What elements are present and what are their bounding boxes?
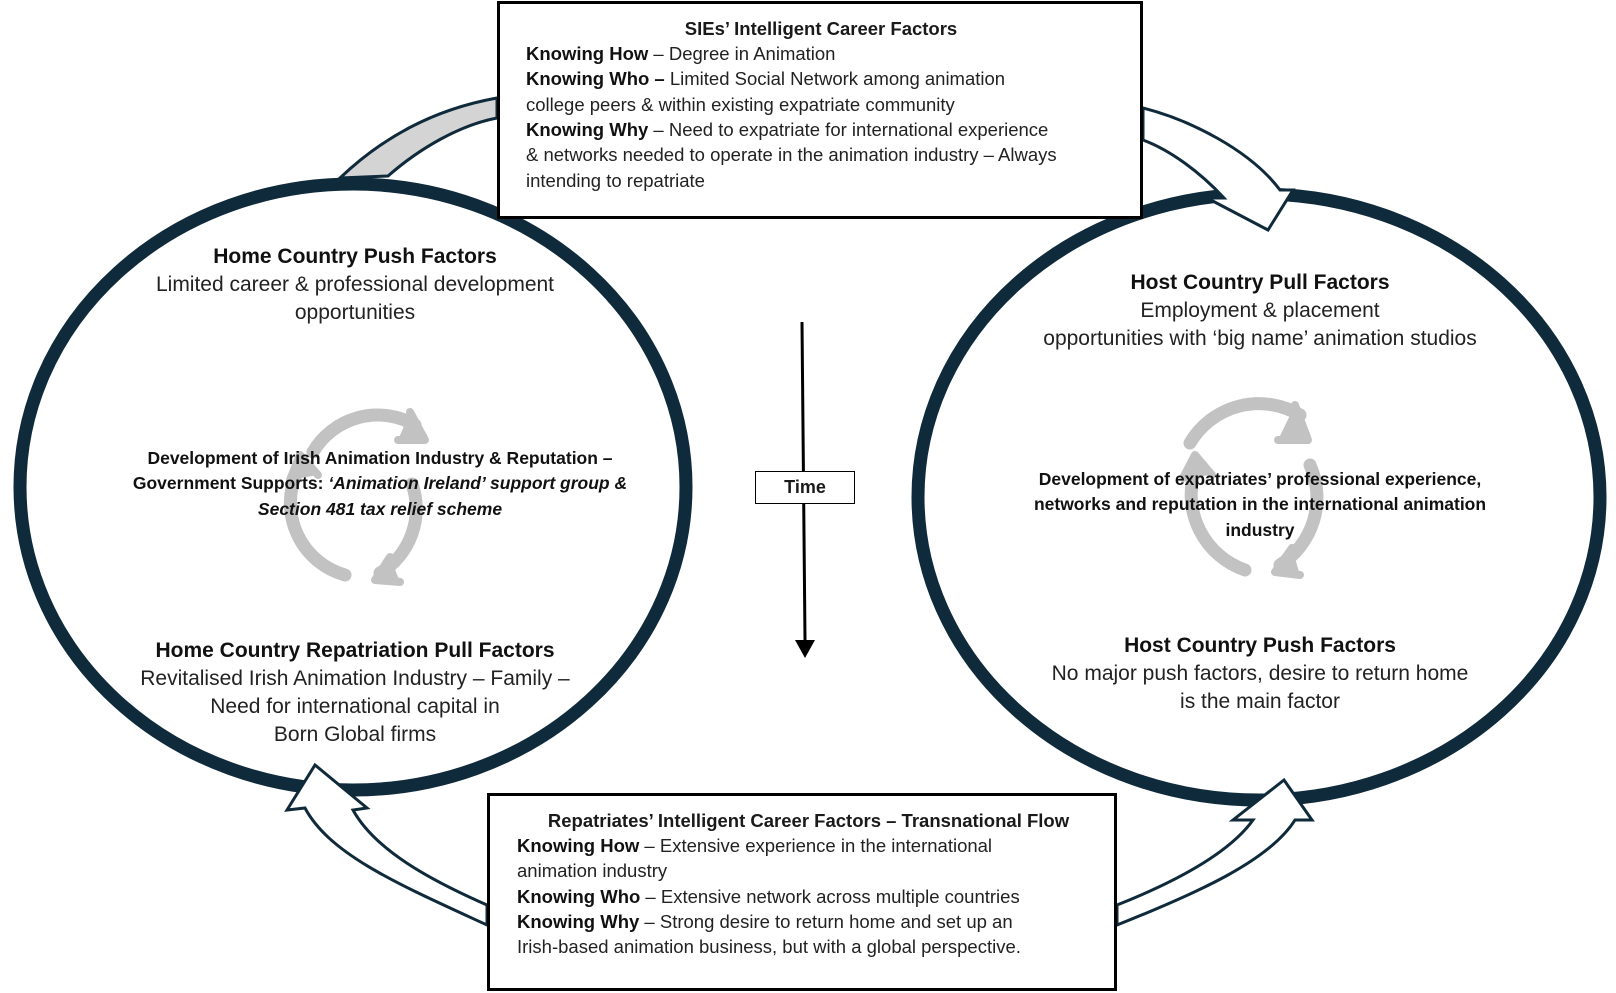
- arrow-bottom-left: [284, 762, 489, 928]
- repatriates-career-factors-box: Repatriates’ Intelligent Career Factors …: [487, 793, 1117, 991]
- repatriates-box-title: Repatriates’ Intelligent Career Factors …: [547, 810, 1070, 831]
- sies-item: intending to repatriate: [526, 169, 705, 191]
- repatriates-item: Knowing Who – Extensive network across m…: [517, 885, 1020, 907]
- arrow-bottom-right: [1115, 777, 1315, 928]
- sies-item: Knowing Who – Limited Social Network amo…: [526, 68, 1006, 90]
- host-pull-heading: Host Country Pull Factors: [1130, 271, 1390, 294]
- sies-item: & networks needed to operate in the anim…: [526, 144, 1057, 166]
- sies-item: Knowing How – Degree in Animation: [526, 43, 836, 64]
- irish-industry-development: Development of Irish Animation Industry …: [132, 448, 628, 519]
- home-repatriation-pull-section: Home Country Repatriation Pull Factors R…: [90, 637, 620, 749]
- host-pull-section: Host Country Pull Factors Employment & p…: [980, 269, 1540, 353]
- host-push-heading: Host Country Push Factors: [1124, 634, 1396, 657]
- connector-top-left: [336, 96, 499, 180]
- home-repatriation-heading: Home Country Repatriation Pull Factors: [155, 639, 555, 662]
- sies-item: Knowing Why – Need to expatriate for int…: [526, 119, 1049, 141]
- sies-item: college peers & within existing expatria…: [526, 93, 955, 115]
- host-push-section: Host Country Push Factors No major push …: [990, 632, 1530, 716]
- home-push-section: Home Country Push Factors Limited career…: [100, 243, 610, 327]
- left-circle-ring: [13, 177, 693, 797]
- time-axis-arrowhead: [795, 640, 815, 658]
- sies-box-title: SIEs’ Intelligent Career Factors: [684, 18, 958, 39]
- expatriate-development: Development of expatriates’ professional…: [1033, 469, 1487, 540]
- right-cycle-icon: [1179, 397, 1324, 579]
- home-push-body-1: Limited career & professional developmen…: [155, 272, 555, 296]
- repatriates-item: Irish-based animation business, but with…: [517, 936, 1021, 958]
- repatriates-item: Knowing Why – Strong desire to return ho…: [517, 911, 1013, 933]
- repatriates-item: animation industry: [517, 860, 668, 882]
- arrow-top-right: [1141, 106, 1296, 232]
- sies-career-factors-box: SIEs’ Intelligent Career Factors Knowing…: [497, 1, 1143, 219]
- repatriates-item: Knowing How – Extensive experience in th…: [517, 835, 993, 856]
- time-label: Time: [755, 471, 855, 504]
- home-push-body-2: opportunities: [294, 300, 416, 324]
- left-cycle-icon: [283, 408, 429, 586]
- home-push-heading: Home Country Push Factors: [213, 245, 497, 268]
